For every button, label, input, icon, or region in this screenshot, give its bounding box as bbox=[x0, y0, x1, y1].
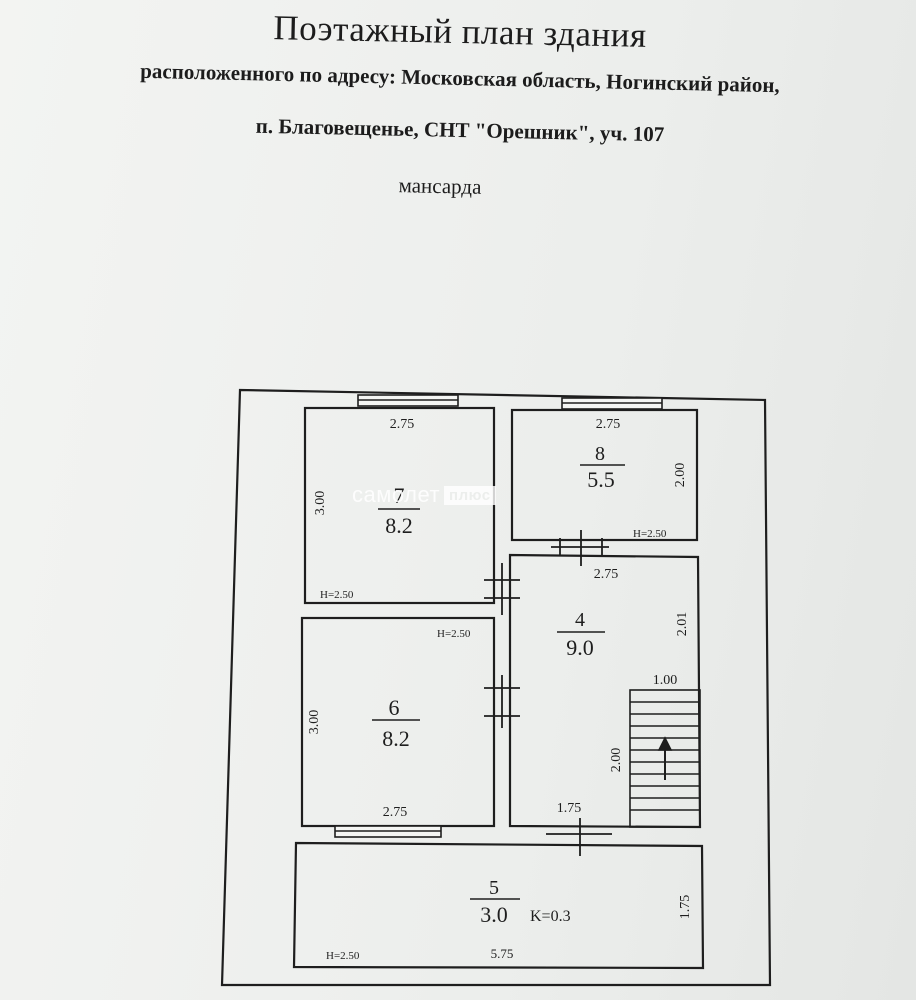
room-8-number: 8 bbox=[595, 443, 605, 465]
door-room-6 bbox=[484, 675, 520, 728]
door-room-8 bbox=[551, 530, 609, 566]
watermark-tag: плюс bbox=[444, 486, 496, 505]
room-8-area: 5.5 bbox=[587, 467, 615, 492]
room-5-ceiling-height: H=2.50 bbox=[326, 950, 360, 962]
room-6-dim-width: 2.75 bbox=[383, 805, 408, 820]
stairs-dim-length: 2.00 bbox=[609, 748, 624, 773]
room-5-outline bbox=[292, 841, 705, 970]
outer-wall bbox=[220, 388, 772, 987]
room-4-area: 9.0 bbox=[566, 635, 594, 660]
room-4-dim-top: 2.75 bbox=[594, 567, 619, 582]
room-7-ceiling-height: H=2.50 bbox=[320, 589, 354, 601]
room-7-dim-height: 3.00 bbox=[313, 491, 328, 516]
stairs-dim-width: 1.00 bbox=[653, 673, 678, 688]
room-5-area: 3.0 bbox=[480, 902, 508, 927]
door-room-5 bbox=[546, 818, 612, 856]
room-8-dim-height: 2.00 bbox=[673, 463, 688, 488]
room-6-outline bbox=[300, 616, 496, 828]
room-5-dim-width: 5.75 bbox=[491, 946, 514, 961]
room-8-dim-width: 2.75 bbox=[596, 417, 621, 432]
room-5-dim-depth: 1.75 bbox=[678, 895, 693, 920]
room-8-ceiling-height: H=2.50 bbox=[633, 528, 667, 540]
watermark-brand: самолет bbox=[352, 482, 441, 507]
room-5-number: 5 bbox=[489, 877, 499, 899]
room-7-outline bbox=[303, 406, 496, 605]
room-6-area: 8.2 bbox=[382, 726, 410, 751]
stairs bbox=[629, 689, 701, 828]
room-7-number: 7 bbox=[394, 483, 405, 508]
room-7-dim-width: 2.75 bbox=[390, 417, 415, 432]
room-8-outline bbox=[510, 408, 699, 542]
room-6-dim-height: 3.00 bbox=[307, 710, 322, 735]
room-6-ceiling-height: H=2.50 bbox=[437, 628, 471, 640]
door-room-7 bbox=[484, 563, 520, 615]
room-4-number: 4 bbox=[575, 609, 585, 631]
room-6-number: 6 bbox=[389, 695, 400, 720]
room-4-dim-right: 2.01 bbox=[675, 612, 690, 637]
room-4-dim-bottom: 1.75 bbox=[557, 801, 582, 816]
room-5-coefficient: K=0.3 bbox=[530, 908, 571, 925]
room-7-area: 8.2 bbox=[385, 513, 413, 538]
